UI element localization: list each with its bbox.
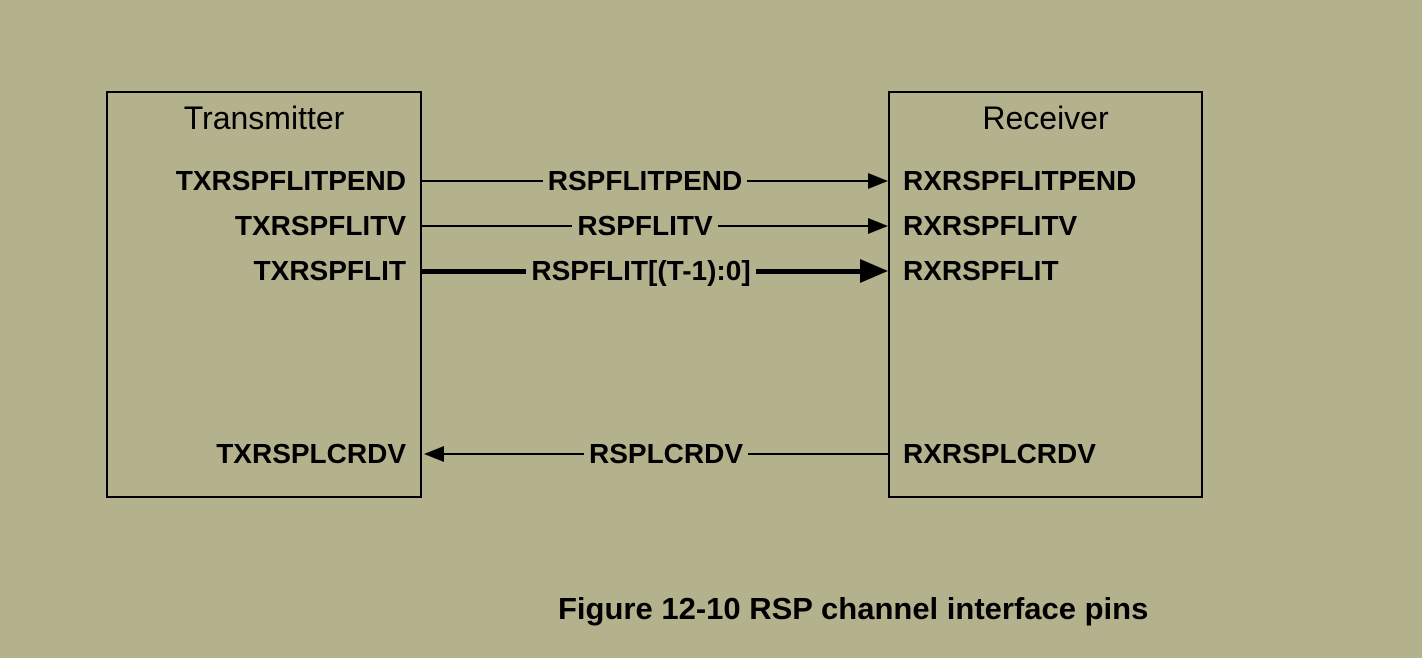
pin-rxrspflit: RXRSPFLIT xyxy=(903,255,1059,286)
pin-txrspflit: TXRSPFLIT xyxy=(253,255,406,286)
wire-rspflitpend: RSPFLITPEND xyxy=(422,166,888,196)
arrowhead-right-icon xyxy=(860,259,888,283)
wire-line xyxy=(444,453,584,455)
arrowhead-right-icon xyxy=(868,173,888,189)
transmitter-box: Transmitter TXRSPFLITPEND TXRSPFLITV TXR… xyxy=(106,91,422,498)
wire-rspflit-bus: RSPFLIT[(T-1):0] xyxy=(422,256,888,286)
pin-rxrspflitpend: RXRSPFLITPEND xyxy=(903,165,1137,196)
arrowhead-left-icon xyxy=(424,446,444,462)
wire-line xyxy=(422,180,543,182)
wire-line xyxy=(748,453,889,455)
pin-txrsplcrdv: TXRSPLCRDV xyxy=(216,438,406,469)
wire-line xyxy=(747,180,868,182)
arrowhead-right-icon xyxy=(868,218,888,234)
transmitter-title: Transmitter xyxy=(183,100,345,136)
wire-line xyxy=(717,225,868,227)
pin-txrspflitpend: TXRSPFLITPEND xyxy=(175,165,406,196)
wire-line-thick xyxy=(422,268,527,274)
pin-rxrsplcrdv: RXRSPLCRDV xyxy=(903,438,1096,469)
wire-label-rspflit: RSPFLIT[(T-1):0] xyxy=(531,255,751,286)
wire-rspflitv: RSPFLITV xyxy=(422,211,888,241)
figure-caption: Figure 12-10 RSP channel interface pins xyxy=(558,591,1149,626)
wire-rsplcrdv: RSPLCRDV xyxy=(424,438,889,469)
pin-txrspflitv: TXRSPFLITV xyxy=(234,210,406,241)
pin-rxrspflitv: RXRSPFLITV xyxy=(903,210,1078,241)
wire-label-rspflitpend: RSPFLITPEND xyxy=(547,165,743,196)
receiver-box: Receiver RXRSPFLITPEND RXRSPFLITV RXRSPF… xyxy=(888,91,1203,498)
wire-line xyxy=(422,225,573,227)
wire-label-rspflitv: RSPFLITV xyxy=(577,210,713,241)
wire-line-thick xyxy=(755,268,860,274)
wire-label-rsplcrdv: RSPLCRDV xyxy=(589,438,744,469)
receiver-title: Receiver xyxy=(982,100,1109,136)
